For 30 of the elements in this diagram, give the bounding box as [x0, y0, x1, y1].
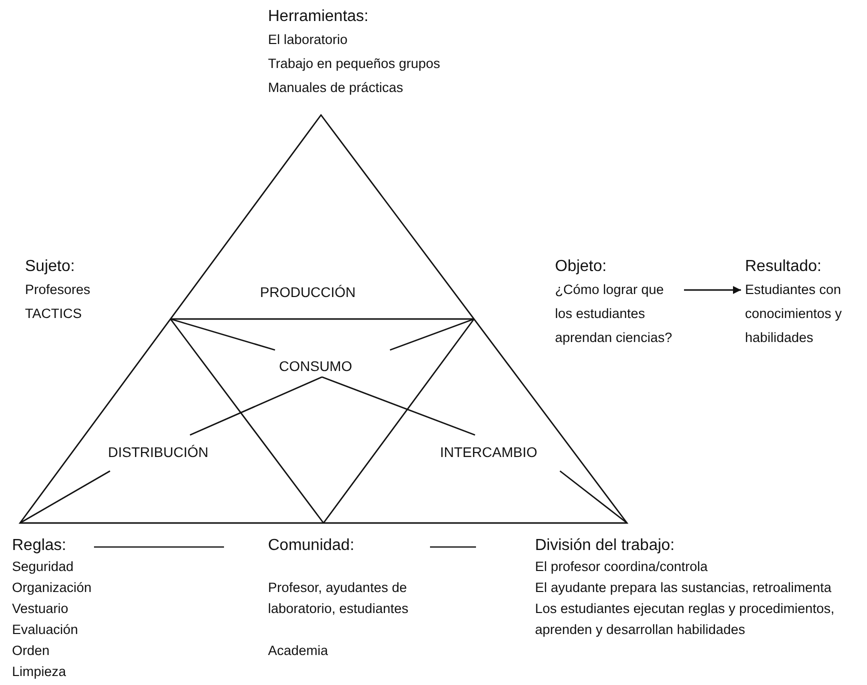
section-label: INTERCAMBIO — [440, 443, 538, 461]
body-text: Vestuario — [12, 600, 70, 618]
body-text: El laboratorio — [268, 31, 349, 49]
body-text: Organización — [12, 579, 93, 597]
body-text: Trabajo en pequeños grupos — [268, 55, 442, 73]
heading: División del trabajo: — [535, 536, 676, 556]
body-text: Academia — [268, 642, 330, 660]
body-text: Los estudiantes ejecutan reglas y procedimientos, aprenden y desarrollan habilidades — [535, 600, 835, 639]
heading: Comunidad: — [268, 536, 356, 556]
body-text: El profesor coordina/controla — [535, 558, 709, 576]
section-label: PRODUCCIÓN — [260, 283, 356, 301]
heading: Sujeto: — [25, 257, 76, 277]
heading: Resultado: — [745, 257, 822, 277]
body-text: Evaluación — [12, 621, 80, 639]
body-text: TACTICS — [25, 305, 83, 323]
body-text: Limpieza — [12, 663, 68, 681]
body-text: Profesores — [25, 281, 92, 299]
section-label: DISTRIBUCIÓN — [108, 443, 208, 461]
heading: Objeto: — [555, 257, 608, 277]
body-text: Manuales de prácticas — [268, 79, 404, 97]
body-text: ¿Cómo lograr que los estudiantes aprendan ciencias? — [555, 281, 674, 347]
heading: Reglas: — [12, 536, 68, 556]
section-label: CONSUMO — [279, 357, 352, 375]
heading: Herramientas: — [268, 7, 370, 27]
arrow — [684, 286, 741, 294]
body-text: Orden — [12, 642, 51, 660]
body-text: Estudiantes con conocimientos y habilidades — [745, 281, 843, 347]
body-text: El ayudante prepara las sustancias, retroalimenta — [535, 579, 832, 597]
body-text: Seguridad — [12, 558, 75, 576]
body-text: Profesor, ayudantes de laboratorio, estudiantes — [268, 579, 410, 618]
